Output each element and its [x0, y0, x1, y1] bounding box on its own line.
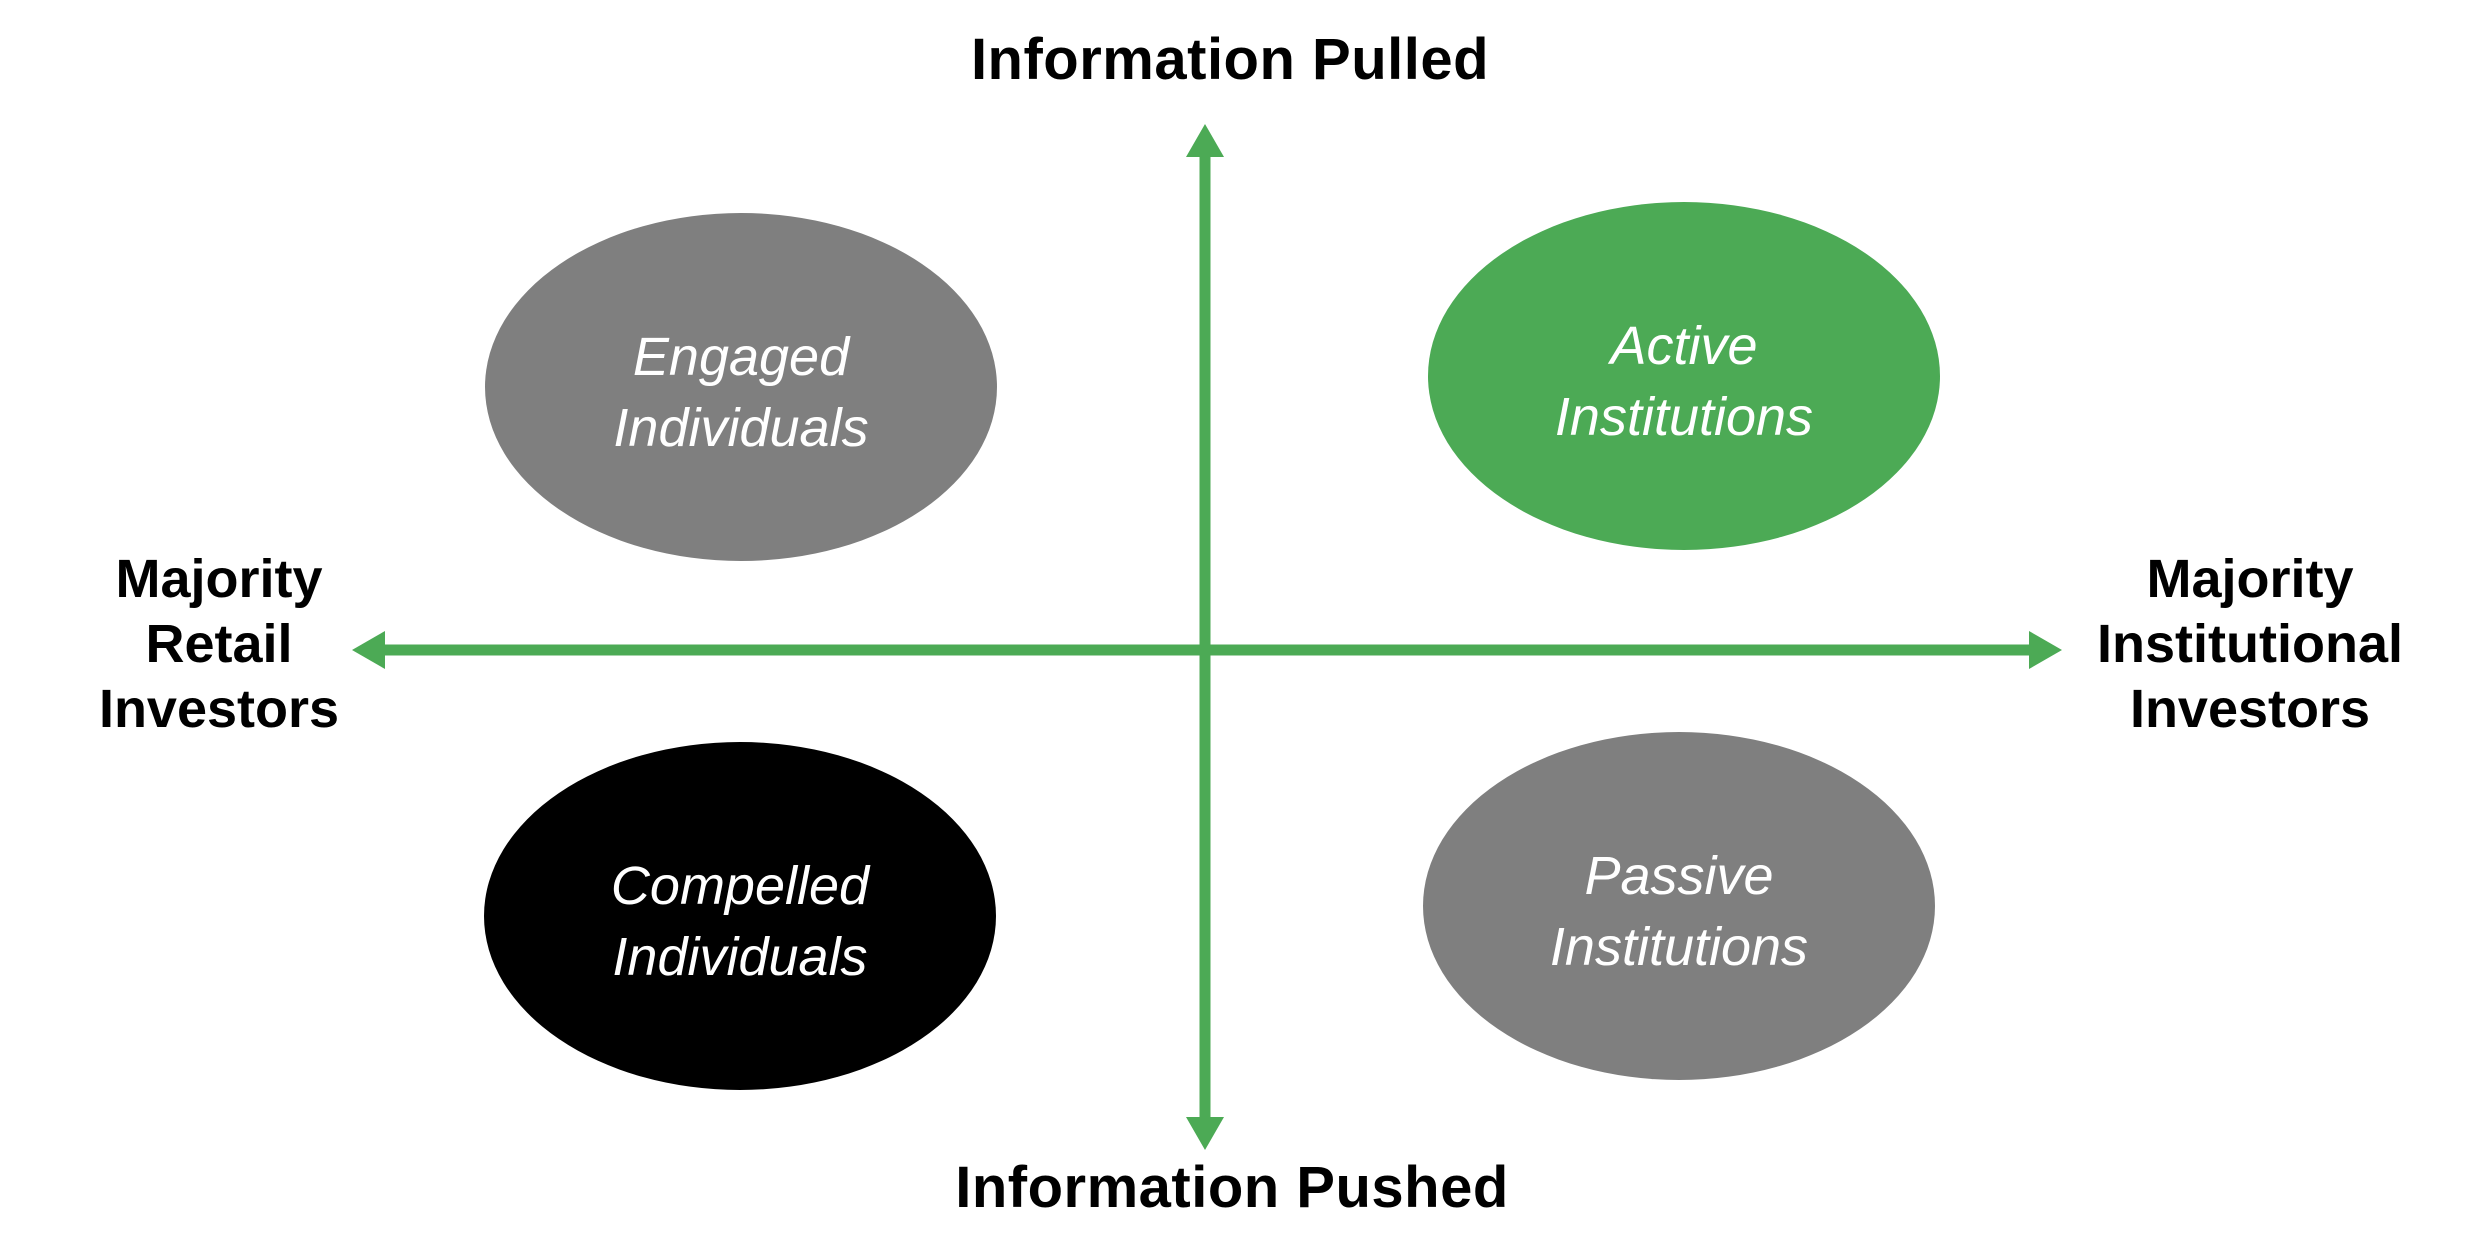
arrow-up-icon [1186, 124, 1224, 157]
arrow-left-icon [352, 631, 385, 669]
arrow-down-icon [1186, 1117, 1224, 1150]
ellipse-engaged-individuals: Engaged Individuals [485, 213, 997, 561]
x-axis-negative-label: Majority Retail Investors [98, 548, 340, 739]
ellipse-active-institutions: Active Institutions [1428, 202, 1940, 550]
arrow-right-icon [2029, 631, 2062, 669]
ellipse-label: Compelled Individuals [610, 855, 870, 987]
x-axis-positive-label: Majority Institutional Investors [2097, 548, 2403, 739]
ellipse-label: Engaged Individuals [613, 326, 869, 458]
y-axis-positive-label: Information Pulled [970, 27, 1490, 92]
ellipse-compelled-individuals: Compelled Individuals [484, 742, 996, 1090]
ellipse-passive-institutions: Passive Institutions [1423, 732, 1935, 1080]
y-axis-negative-label: Information Pushed [955, 1155, 1509, 1220]
ellipse-label: Passive Institutions [1549, 845, 1809, 977]
ellipse-label: Active Institutions [1554, 315, 1814, 447]
